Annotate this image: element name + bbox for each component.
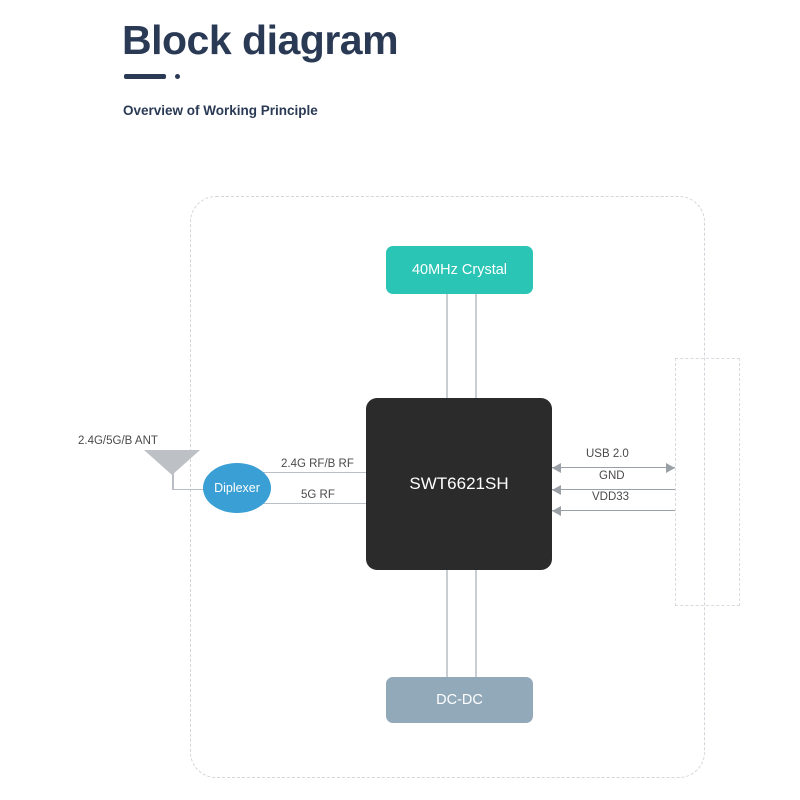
antenna-icon	[144, 450, 200, 475]
page-title: Block diagram	[122, 17, 399, 63]
block-crystal-label: 40MHz Crystal	[411, 262, 508, 278]
rf-label-5g: 5G RF	[301, 489, 335, 501]
block-dcdc-label: DC-DC	[436, 692, 483, 708]
connector-antenna-stem	[172, 470, 174, 490]
signal-arrow-usb	[552, 463, 675, 473]
block-main-chip[interactable]: SWT6621SH	[366, 398, 552, 570]
connector-crystal-to-chip-left	[446, 294, 448, 398]
connector-chip-to-dcdc-right	[475, 570, 477, 677]
rf-label-24g: 2.4G RF/B RF	[281, 458, 354, 470]
arrow-head-left-icon	[552, 463, 561, 473]
signal-arrow-gnd	[552, 485, 675, 495]
connector-antenna-to-diplexer	[172, 489, 216, 491]
connector-chip-to-dcdc-left	[446, 570, 448, 677]
connector-diplexer-to-chip-5g	[256, 503, 368, 505]
block-main-chip-label: SWT6621SH	[409, 474, 509, 493]
title-decoration-dot	[175, 74, 180, 79]
signal-label-vdd33: VDD33	[592, 491, 630, 503]
antenna-label: 2.4G/5G/B ANT	[78, 435, 158, 447]
arrow-shaft	[552, 510, 675, 512]
arrow-head-right-icon	[666, 463, 675, 473]
interface-boundary-container	[675, 358, 740, 606]
arrow-shaft	[552, 489, 675, 491]
arrow-head-left-icon	[552, 506, 561, 516]
connector-crystal-to-chip-right	[475, 294, 477, 398]
block-diplexer[interactable]: Diplexer	[203, 463, 271, 513]
page-subtitle: Overview of Working Principle	[123, 103, 318, 118]
arrow-shaft	[552, 467, 675, 469]
signal-label-usb: USB 2.0	[586, 448, 629, 460]
signal-label-gnd: GND	[599, 470, 625, 482]
system-boundary-container	[190, 196, 705, 778]
arrow-head-left-icon	[552, 485, 561, 495]
block-crystal[interactable]: 40MHz Crystal	[386, 246, 533, 294]
connector-diplexer-to-chip-24g	[256, 472, 368, 474]
signal-arrow-vdd33	[552, 506, 675, 516]
block-dcdc[interactable]: DC-DC	[386, 677, 533, 723]
block-diplexer-label: Diplexer	[214, 481, 260, 495]
title-decoration-dash	[124, 74, 166, 79]
